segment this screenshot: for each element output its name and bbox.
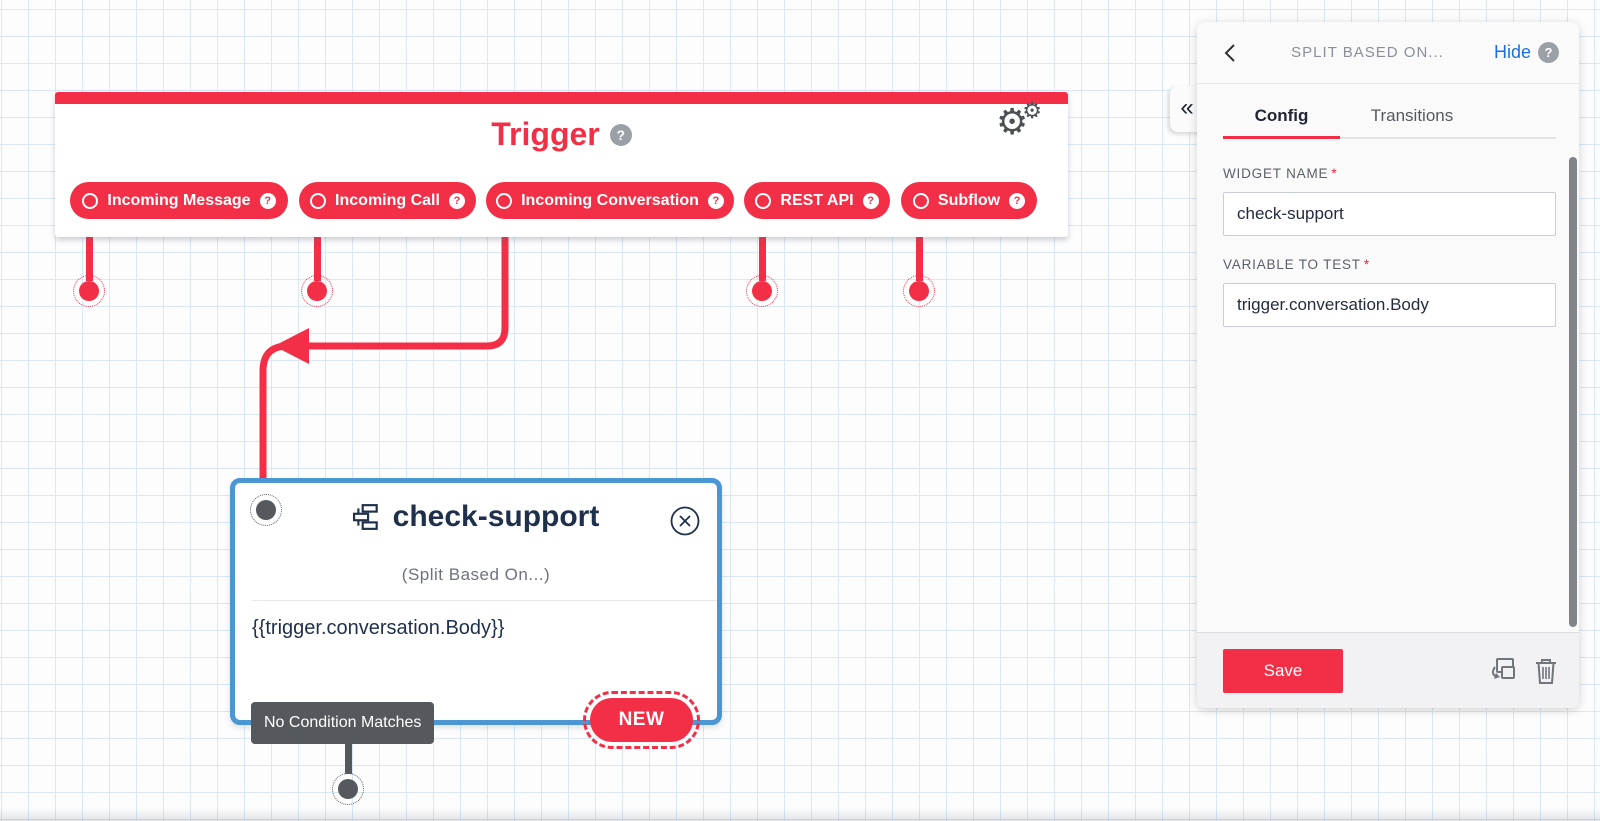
variable-to-test-label: VARIABLE TO TEST* <box>1223 257 1370 272</box>
variable-to-test-input[interactable] <box>1223 283 1556 327</box>
help-icon[interactable]: ? <box>259 192 276 209</box>
settings-gear-icon[interactable]: ⚙ ⚙ <box>996 98 1042 142</box>
trigger-pill-incoming-conversation[interactable]: Incoming Conversation ? <box>486 182 734 219</box>
config-panel: SPLIT BASED ON... Hide ? Config Transiti… <box>1197 22 1579 708</box>
panel-scrollbar[interactable] <box>1569 157 1577 627</box>
connector-line <box>86 219 93 281</box>
split-based-on-icon <box>352 504 378 530</box>
hide-link[interactable]: Hide <box>1493 42 1531 62</box>
save-button[interactable]: Save <box>1223 648 1343 693</box>
delete-widget-icon[interactable] <box>1530 655 1562 687</box>
radio-circle-icon <box>310 192 327 209</box>
help-icon[interactable]: ? <box>1009 192 1026 209</box>
divider <box>252 600 717 601</box>
trigger-pill-subflow[interactable]: Subflow ? <box>901 182 1037 219</box>
help-icon[interactable]: ? <box>448 192 465 209</box>
widget-name: check-support <box>392 500 600 533</box>
duplicate-widget-icon[interactable] <box>1486 655 1518 687</box>
connector-line <box>345 742 352 774</box>
widget-type-label: (Split Based On...) <box>401 565 551 584</box>
connector-port-rest-api[interactable] <box>746 275 778 307</box>
canvas-bottom-shadow <box>0 808 1600 821</box>
close-icon[interactable] <box>669 505 701 537</box>
back-chevron-icon[interactable] <box>1221 42 1241 64</box>
connector-line <box>759 219 766 281</box>
connector-port-incoming-message[interactable] <box>73 275 105 307</box>
connector-port-subflow[interactable] <box>903 275 935 307</box>
trigger-accent-bar <box>55 92 1068 104</box>
connector-arrow-icon <box>274 328 309 364</box>
tab-config[interactable]: Config <box>1223 106 1340 139</box>
split-widget[interactable]: check-support (Split Based On...) {{trig… <box>230 478 722 725</box>
trigger-title: Trigger <box>491 116 600 152</box>
trigger-widget[interactable]: Trigger ? ⚙ ⚙ Incoming Message ? Incomin… <box>55 92 1068 237</box>
connector-port-incoming-call[interactable] <box>301 275 333 307</box>
widget-input-port[interactable] <box>250 494 282 526</box>
required-asterisk: * <box>1363 257 1370 272</box>
required-asterisk: * <box>1331 166 1338 181</box>
panel-title: SPLIT BASED ON... <box>1291 44 1444 61</box>
help-icon[interactable]: ? <box>707 192 724 209</box>
trigger-pill-incoming-message[interactable]: Incoming Message ? <box>70 182 288 219</box>
tab-transitions[interactable]: Transitions <box>1370 106 1454 125</box>
new-transition-button[interactable]: NEW <box>583 691 700 749</box>
help-icon[interactable]: ? <box>862 192 879 209</box>
widget-name-label: WIDGET NAME* <box>1223 166 1338 181</box>
trigger-pill-incoming-call[interactable]: Incoming Call ? <box>299 182 476 219</box>
radio-circle-icon <box>912 192 929 209</box>
trigger-pill-rest-api[interactable]: REST API ? <box>744 182 890 219</box>
radio-circle-icon <box>496 192 513 209</box>
hide-help-icon[interactable]: ? <box>1538 42 1559 63</box>
radio-circle-icon <box>755 192 772 209</box>
connector-line <box>916 219 923 281</box>
widget-name-input[interactable] <box>1223 192 1556 236</box>
no-condition-matches-label[interactable]: No Condition Matches <box>251 702 435 744</box>
collapse-chevrons-icon: « <box>1180 93 1194 121</box>
radio-circle-icon <box>82 192 99 209</box>
widget-variable-text: {{trigger.conversation.Body}} <box>252 617 505 639</box>
no-match-output-port[interactable] <box>332 773 364 805</box>
trigger-help-icon[interactable]: ? <box>609 123 632 146</box>
